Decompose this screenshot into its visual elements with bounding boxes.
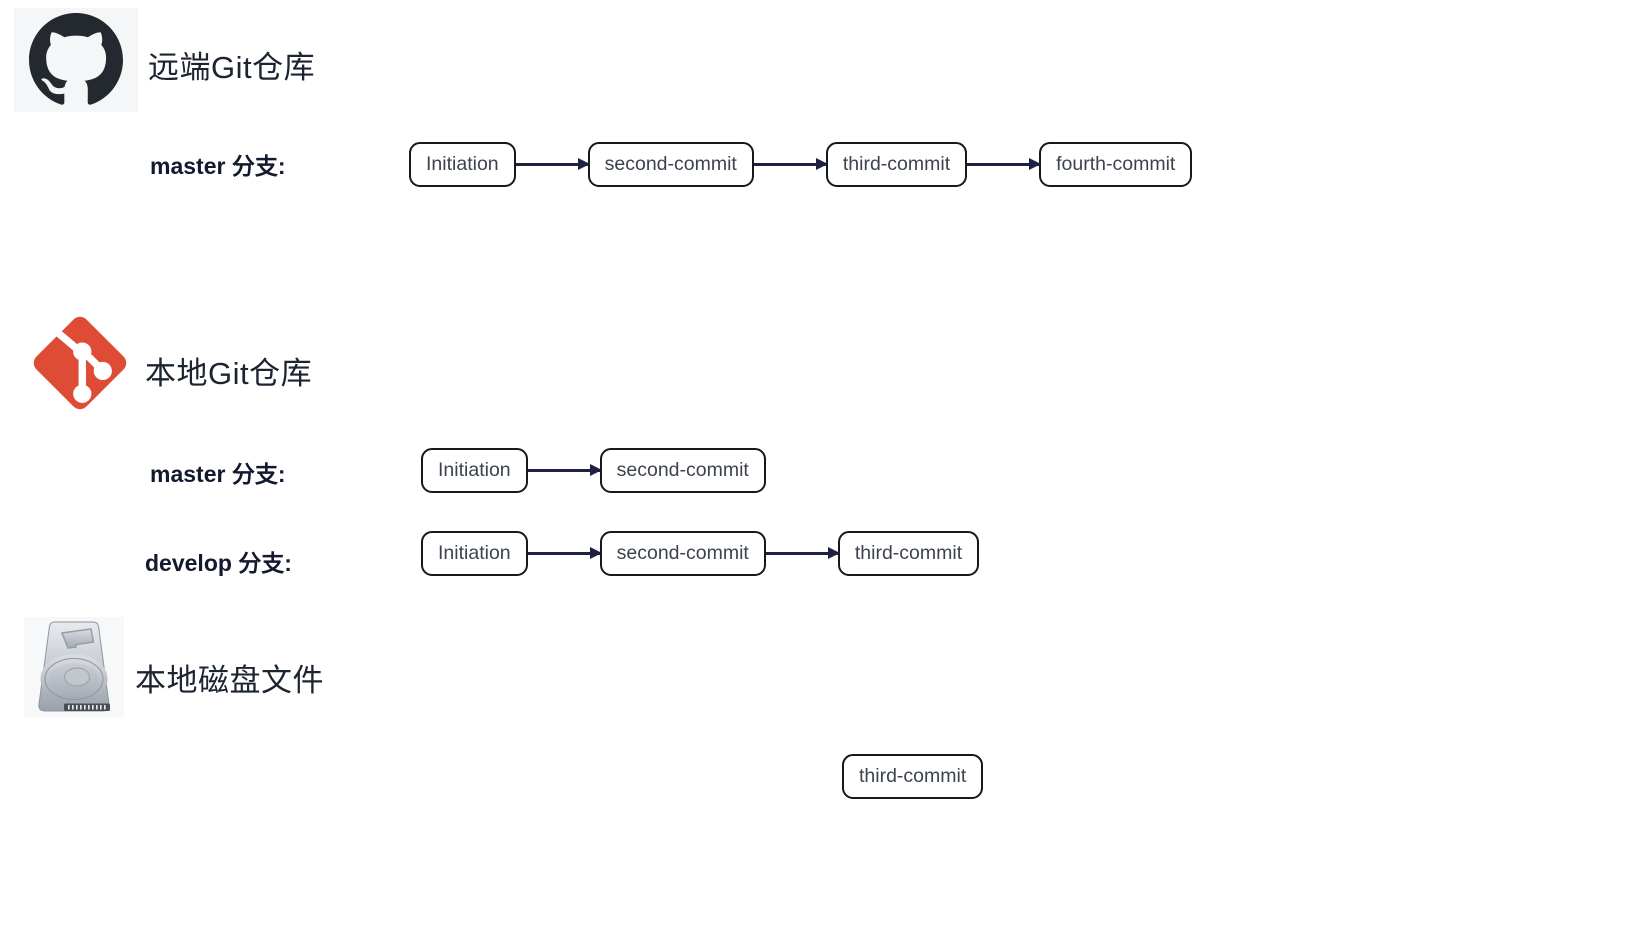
local-disk-title: 本地磁盘文件 bbox=[135, 663, 324, 698]
commit-box: Initiation bbox=[409, 142, 516, 187]
commit-box: third-commit bbox=[825, 142, 968, 187]
github-icon bbox=[14, 8, 138, 112]
local-develop-branch-label: develop 分支: bbox=[145, 550, 292, 576]
local-repo-title: 本地Git仓库 bbox=[145, 356, 313, 391]
commit-box: second-commit bbox=[599, 531, 766, 576]
remote-master-commit-chain: Initiation second-commit third-commit fo… bbox=[409, 142, 1193, 187]
commit-box: second-commit bbox=[599, 448, 766, 493]
commit-box: Initiation bbox=[421, 448, 528, 493]
arrow-right-icon bbox=[515, 158, 590, 169]
commit-box: third-commit bbox=[837, 531, 980, 576]
local-develop-commit-chain: Initiation second-commit third-commit bbox=[421, 531, 980, 576]
commit-box: fourth-commit bbox=[1039, 142, 1193, 187]
local-master-commit-chain: Initiation second-commit bbox=[421, 448, 766, 493]
arrow-right-icon bbox=[765, 547, 840, 558]
hard-disk-icon bbox=[24, 617, 124, 717]
arrow-right-icon bbox=[527, 547, 602, 558]
remote-repo-title: 远端Git仓库 bbox=[148, 50, 316, 85]
git-icon bbox=[23, 306, 137, 420]
arrow-right-icon bbox=[753, 158, 828, 169]
arrow-right-icon bbox=[967, 158, 1042, 169]
floating-commit-box: third-commit bbox=[842, 754, 984, 799]
arrow-right-icon bbox=[527, 464, 602, 475]
commit-box: second-commit bbox=[587, 142, 754, 187]
remote-master-branch-label: master 分支: bbox=[150, 153, 286, 179]
commit-box: Initiation bbox=[421, 531, 528, 576]
local-master-branch-label: master 分支: bbox=[150, 461, 286, 487]
